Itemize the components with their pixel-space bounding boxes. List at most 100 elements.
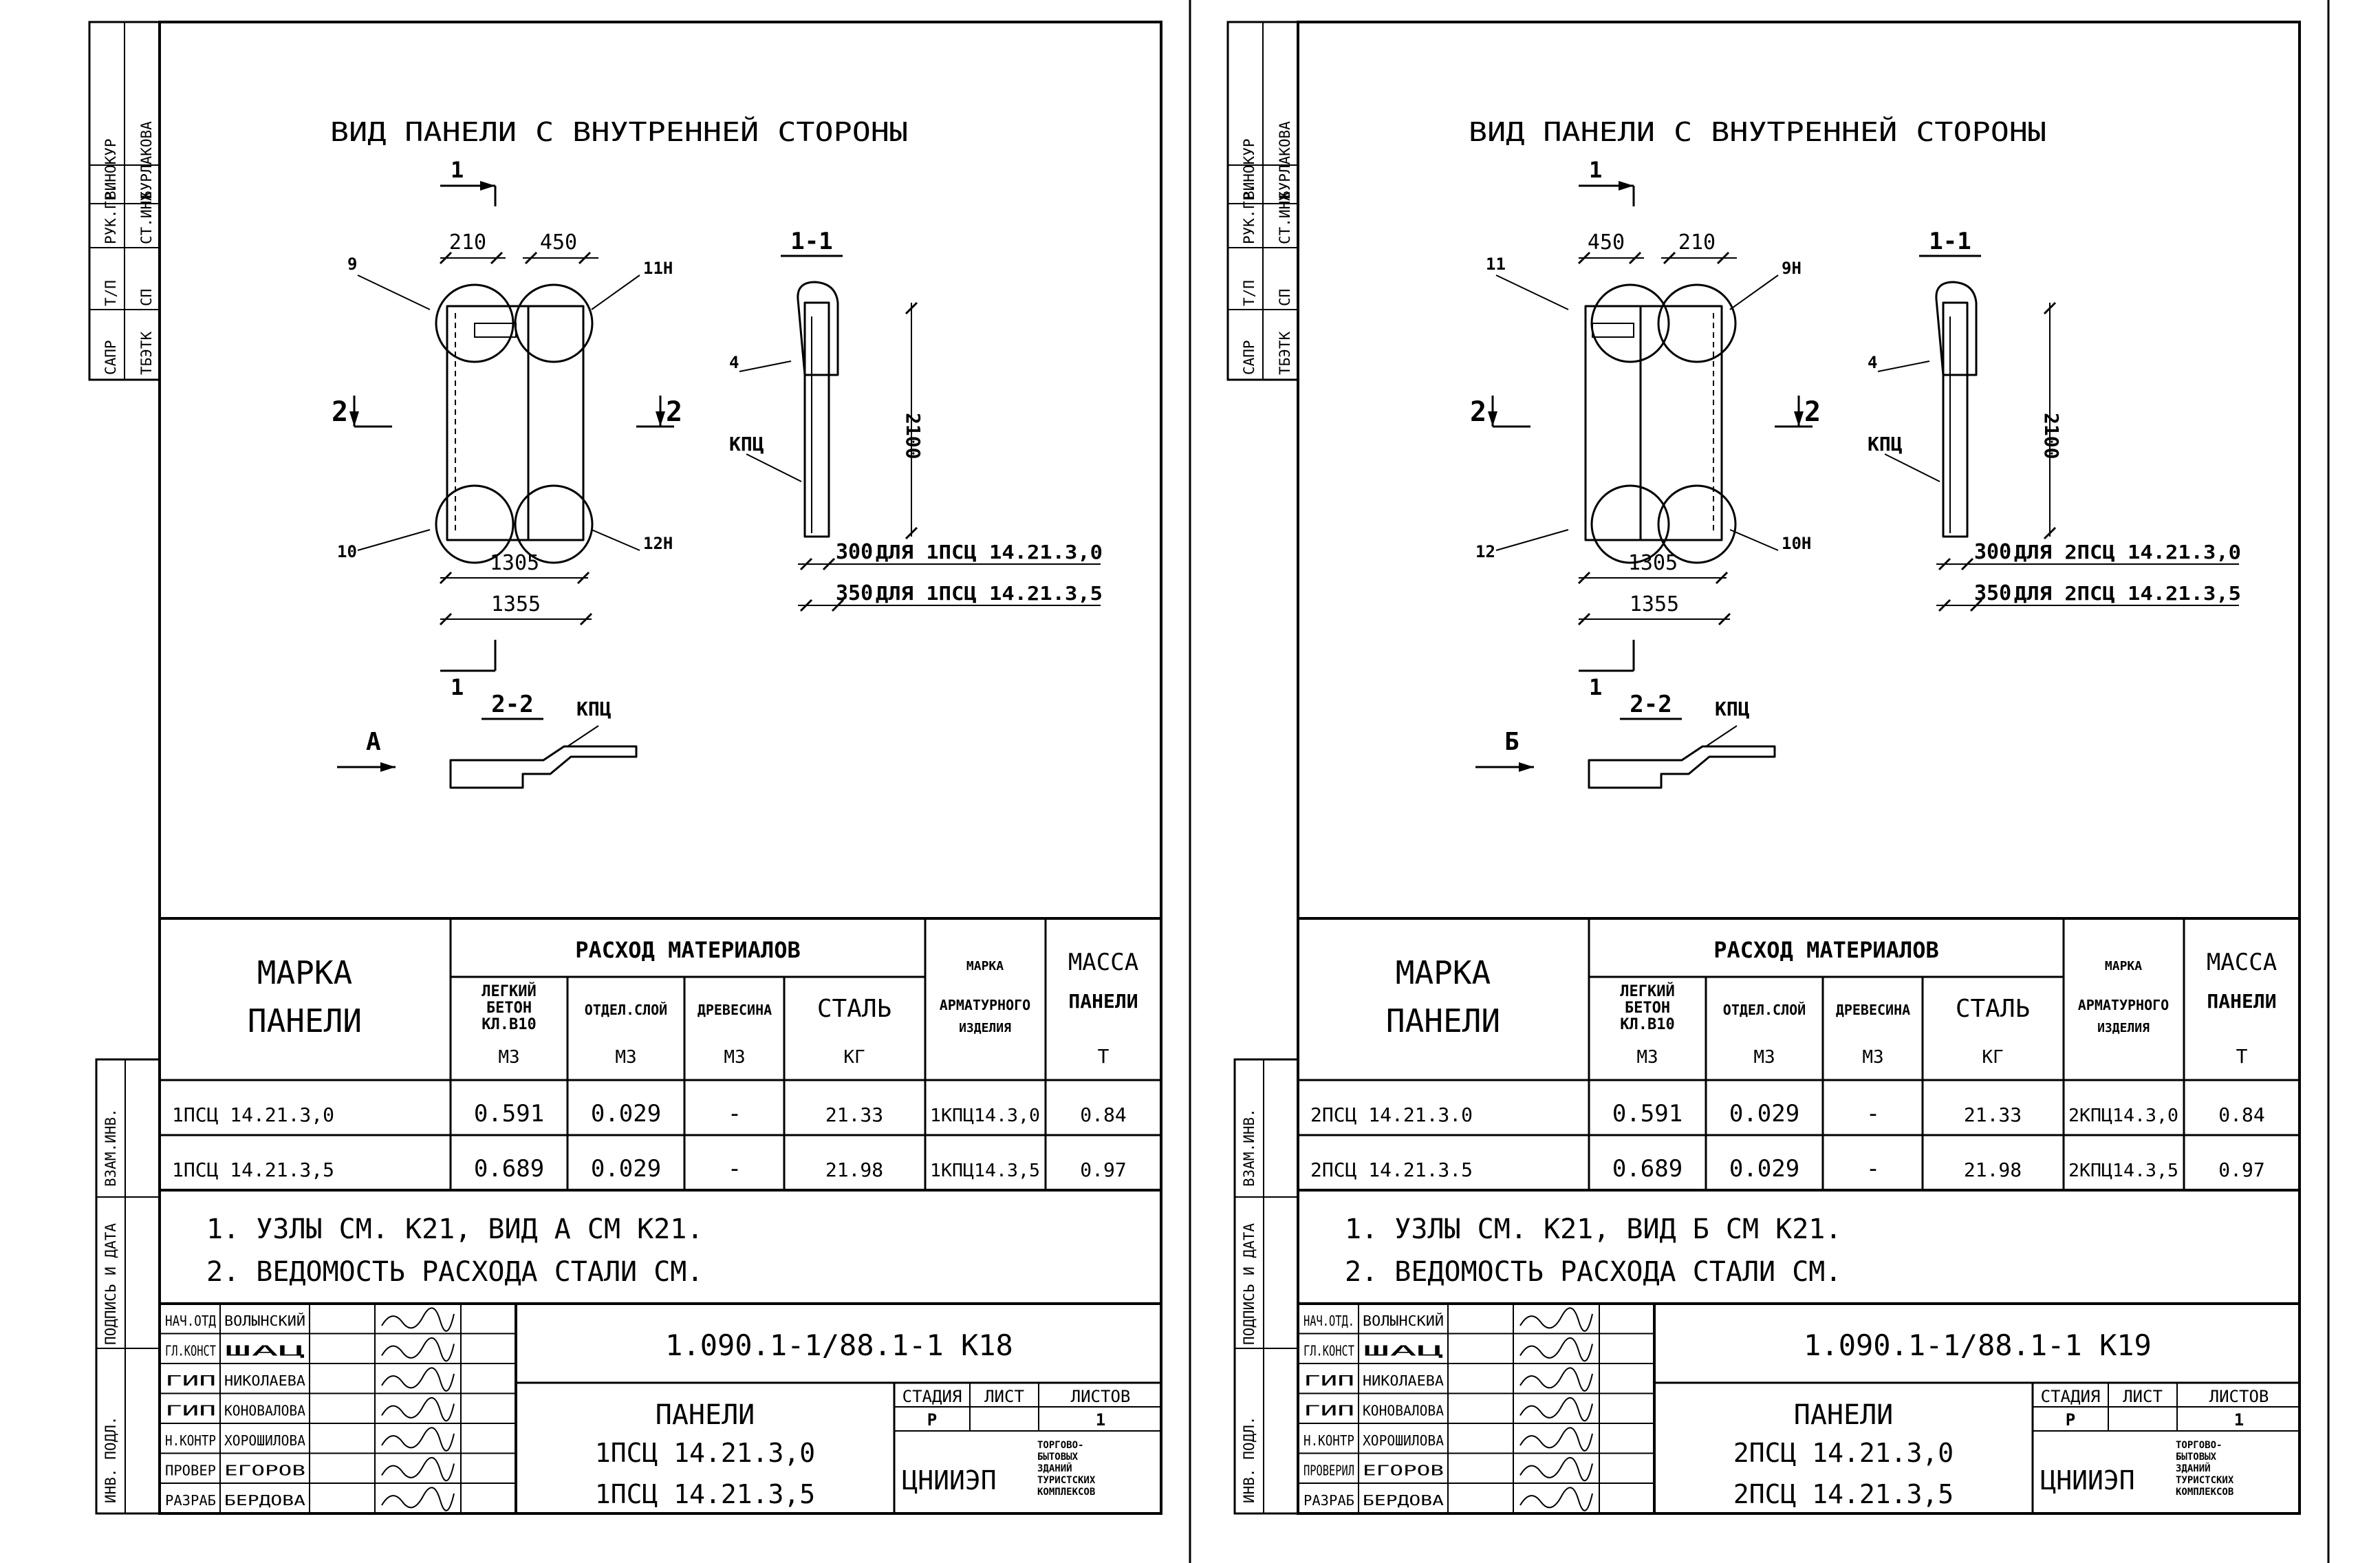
col-header-stal: СТАЛЬ — [817, 995, 891, 1023]
dimension-text: 350 — [836, 581, 873, 605]
side-stamp-label: ВИНОКУР — [1241, 138, 1257, 200]
side-stamp-label: ТБЭТК — [138, 331, 155, 375]
node-circle-top-left — [435, 283, 515, 363]
signature-scribble — [381, 1427, 455, 1452]
leader-line — [1495, 274, 1569, 310]
title-line: 2ПСЦ 14.21.3,5 — [1733, 1479, 1954, 1509]
title-line: 2ПСЦ 14.21.3,0 — [1733, 1438, 1954, 1468]
node-label: 10 — [337, 542, 357, 561]
section-title: 1-1 — [790, 228, 832, 255]
section-2-2-outline — [449, 745, 638, 789]
table-cell: 0.97 — [1080, 1158, 1126, 1181]
table-cell: - — [728, 1100, 742, 1128]
note-line: 1. УЗЛЫ СМ. К21, ВИД А СМ К21. — [206, 1214, 703, 1245]
dimension-note: ДЛЯ 2ПСЦ 14.21.3,0 — [2014, 541, 2241, 563]
col-header-beton: БЕТОН — [486, 1000, 532, 1017]
section-1-1-outline — [803, 301, 830, 538]
role-label: ПРОВЕРИЛ — [1303, 1463, 1354, 1479]
leader-line — [1729, 274, 1779, 310]
callout-label: 4 — [1868, 353, 1877, 372]
side-stamp-label: БУРЛАКОВА — [1277, 121, 1293, 200]
view-title: ВИД ПАНЕЛИ С ВНУТРЕННЕЙ СТОРОНЫ — [330, 117, 908, 147]
callout-label: 4 — [729, 353, 739, 372]
dimension-tick — [439, 612, 453, 626]
stage-header: СТАДИЯ — [902, 1387, 962, 1406]
name-label: БЕРДОВА — [1363, 1492, 1444, 1509]
note-line: 2. ВЕДОМОСТЬ РАСХОДА СТАЛИ СМ. — [206, 1256, 703, 1288]
table-cell: 21.33 — [825, 1103, 883, 1126]
organization-subtitle: ЗДАНИЙ — [1037, 1463, 1072, 1474]
small-detail — [474, 323, 517, 338]
signature-scribble — [381, 1457, 455, 1482]
col-header-marka: МАРКА — [257, 954, 352, 991]
dimension-tick — [2043, 301, 2057, 315]
dimension-text: 1355 — [1630, 592, 1679, 616]
role-label: ГИП — [165, 1403, 216, 1419]
section-mark: 2 — [1804, 396, 1821, 428]
col-header-armat: МАРКА — [2105, 959, 2142, 973]
panel-outline — [446, 305, 585, 541]
organization-subtitle: ТОРГОВО- — [2176, 1440, 2222, 1451]
table-cell: 0.689 — [474, 1155, 544, 1183]
small-detail — [1592, 323, 1634, 338]
table-cell: 21.98 — [825, 1158, 883, 1181]
node-label: 9 — [347, 255, 357, 274]
table-row-marka: 1ПСЦ 14.21.3,0 — [172, 1103, 334, 1126]
leader-line — [1705, 725, 1738, 747]
dimension-tick — [799, 557, 813, 571]
name-label: ЕГОРОВ — [224, 1463, 305, 1479]
arrow-head — [480, 181, 495, 191]
document-code: 1.090.1-1/88.1-1 К19 — [1804, 1328, 2152, 1362]
dimension-tick — [1577, 251, 1591, 265]
col-header-beton: КЛ.В10 — [1620, 1016, 1674, 1033]
side-stamp-label: СП — [138, 289, 155, 306]
role-label: РАЗРАБ — [165, 1492, 216, 1509]
name-label: БЕРДОВА — [224, 1492, 305, 1509]
leader-line — [591, 274, 640, 310]
role-label: НАЧ.ОТД — [165, 1313, 216, 1329]
table-cell: 0.84 — [1080, 1103, 1126, 1126]
leader-line — [746, 453, 802, 482]
organization-name: ЦНИИЭП — [902, 1465, 996, 1496]
dimension-tick — [1577, 612, 1591, 626]
dimension-text: 210 — [449, 230, 486, 255]
col-header-armat: АРМАТУРНОГО — [2078, 997, 2169, 1013]
col-header-massa: ПАНЕЛИ — [1068, 990, 1138, 1013]
col-header-beton: М3 — [1636, 1047, 1658, 1068]
leader-line — [357, 529, 431, 551]
dimension-tick — [1938, 557, 1951, 571]
col-header-beton: ЛЕГКИЙ — [482, 982, 536, 1000]
organization-subtitle: ЗДАНИЙ — [2176, 1463, 2211, 1474]
sheet-frame — [1297, 21, 2301, 1515]
name-label: ЕГОРОВ — [1363, 1463, 1444, 1479]
document-code: 1.090.1-1/88.1-1 К18 — [665, 1328, 1013, 1362]
leader-line — [1877, 360, 1930, 372]
name-label: КОНОВАЛОВА — [224, 1403, 305, 1419]
arrow-head — [1488, 411, 1497, 427]
node-outline — [797, 281, 839, 376]
role-label: ГЛ.КОНСТ — [165, 1343, 216, 1359]
dimension-tick — [439, 571, 453, 585]
col-header-beton: ЛЕГКИЙ — [1620, 982, 1674, 1000]
dimension-tick — [1969, 599, 1983, 612]
dimension-tick — [1960, 557, 1974, 571]
col-header-armat: ИЗДЕЛИЯ — [959, 1021, 1011, 1035]
col-header-otdel: М3 — [1753, 1047, 1775, 1068]
view-title: ВИД ПАНЕЛИ С ВНУТРЕННЕЙ СТОРОНЫ — [1469, 117, 2046, 147]
node-circle-bottom-right — [514, 484, 594, 564]
title-line: 1ПСЦ 14.21.3,0 — [595, 1438, 815, 1468]
side-stamp-label: САПР — [1241, 340, 1257, 375]
role-label: ГИП — [165, 1372, 216, 1389]
stage-value: Р — [2066, 1410, 2075, 1430]
dimension-note: ДЛЯ 2ПСЦ 14.21.3,5 — [2014, 582, 2241, 605]
kpc-label: КПЦ — [1868, 433, 1903, 455]
organization-subtitle: КОМПЛЕКСОВ — [2176, 1487, 2233, 1498]
node-circle-top-right — [1657, 283, 1737, 363]
dimension-tick — [1628, 251, 1642, 265]
col-header-marka: ПАНЕЛИ — [248, 1002, 362, 1039]
panel-outline — [1584, 305, 1723, 541]
section-mark: 1 — [451, 674, 464, 700]
table-cell: 0.591 — [1612, 1100, 1683, 1128]
